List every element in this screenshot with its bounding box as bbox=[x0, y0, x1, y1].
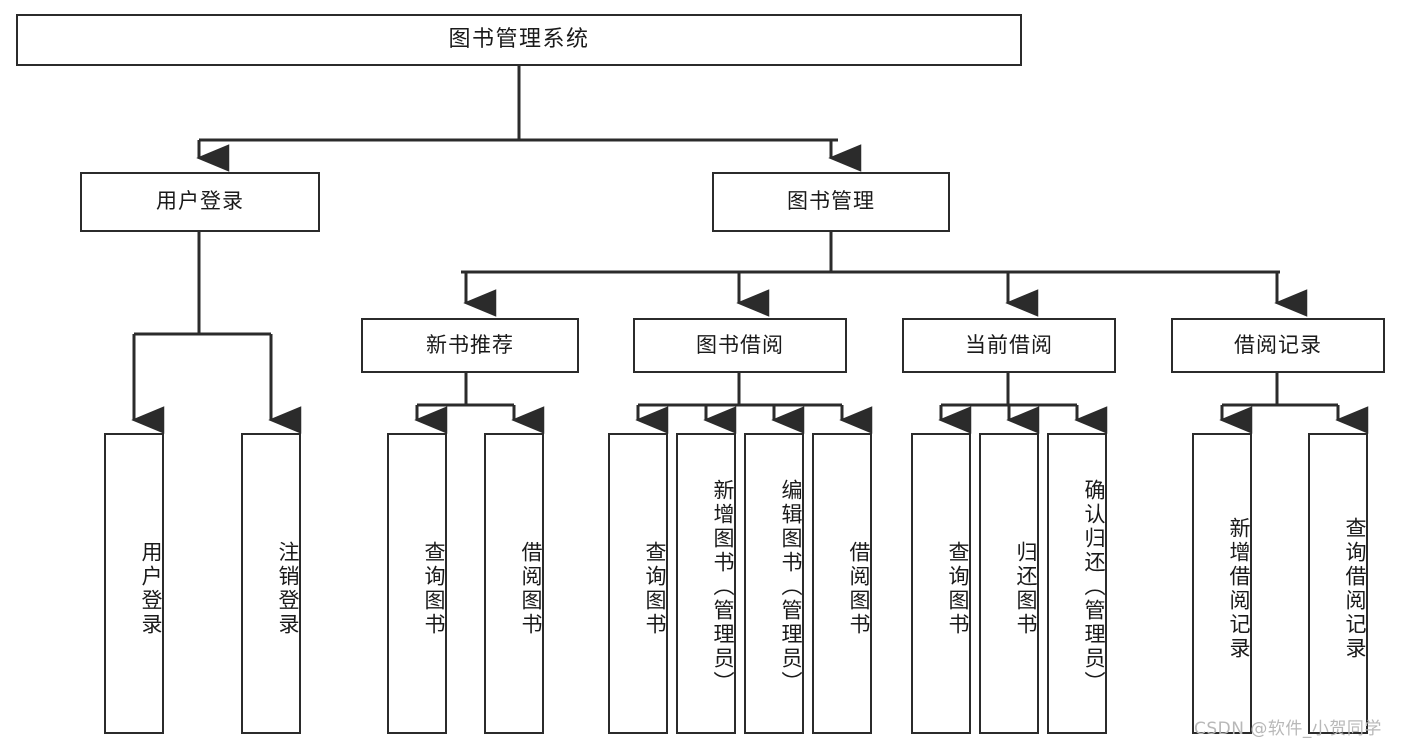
leaf-logout-login[interactable]: 注销登录 bbox=[241, 433, 301, 734]
csdn-watermark: CSDN @软件_小贺同学 bbox=[1194, 719, 1382, 739]
leaf-add-borrow-record[interactable]: 新增借阅记录 bbox=[1192, 433, 1252, 734]
leaf-query-book-recommend[interactable]: 查询图书 bbox=[387, 433, 447, 734]
leaf-borrow-book[interactable]: 借阅图书 bbox=[812, 433, 872, 734]
node-user-login[interactable]: 用户登录 bbox=[80, 172, 320, 232]
node-current-borrow[interactable]: 当前借阅 bbox=[902, 318, 1116, 373]
node-book-borrow[interactable]: 图书借阅 bbox=[633, 318, 847, 373]
node-borrow-record[interactable]: 借阅记录 bbox=[1171, 318, 1385, 373]
leaf-query-borrow-record[interactable]: 查询借阅记录 bbox=[1308, 433, 1368, 734]
node-book-management[interactable]: 图书管理 bbox=[712, 172, 950, 232]
leaf-user-login[interactable]: 用户登录 bbox=[104, 433, 164, 734]
leaf-query-book-borrow[interactable]: 查询图书 bbox=[608, 433, 668, 734]
node-root-system[interactable]: 图书管理系统 bbox=[16, 14, 1022, 66]
leaf-edit-book-admin[interactable]: 编辑图书（管理员） bbox=[744, 433, 804, 734]
leaf-add-book-admin[interactable]: 新增图书（管理员） bbox=[676, 433, 736, 734]
leaf-query-book-current[interactable]: 查询图书 bbox=[911, 433, 971, 734]
leaf-return-book[interactable]: 归还图书 bbox=[979, 433, 1039, 734]
node-new-book-recommend[interactable]: 新书推荐 bbox=[361, 318, 579, 373]
leaf-borrow-book-recommend[interactable]: 借阅图书 bbox=[484, 433, 544, 734]
leaf-confirm-return-admin[interactable]: 确认归还（管理员） bbox=[1047, 433, 1107, 734]
